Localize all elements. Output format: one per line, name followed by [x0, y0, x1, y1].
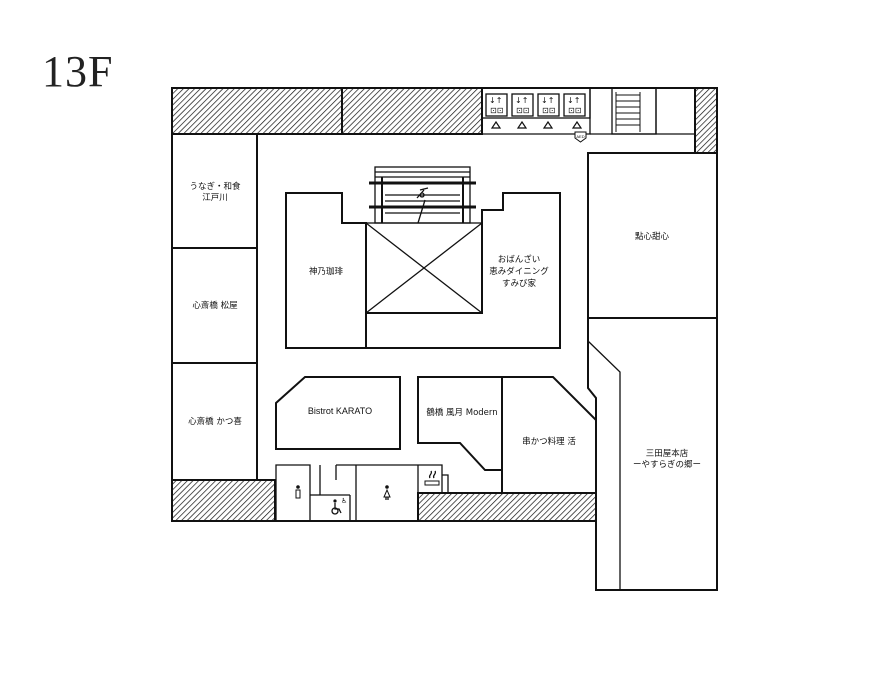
corridor-wall-top-right: [590, 133, 696, 153]
svg-text:↓↑: ↓↑: [489, 96, 502, 105]
mitaya-inner-wall: [587, 340, 621, 590]
shop-tenshin-tenshin[interactable]: [587, 152, 718, 319]
service-area-top-right: [694, 87, 718, 154]
label-karato: Bistrot KARATO: [308, 406, 372, 416]
label-mitaya-line1: 三田屋本店: [646, 448, 689, 459]
smoking-area-icon: [424, 470, 440, 486]
restrooms: ♿: [275, 464, 419, 521]
accessible-restroom-icon: ♿: [331, 497, 347, 515]
label-unagi-line2: 江戸川: [202, 193, 228, 203]
label-matsuya: 心斎橋 松屋: [192, 300, 238, 311]
label-obanzai-line2: 恵みダイニング: [489, 266, 549, 277]
elevator-icon: ↓↑ ↓↑ ↓↑ ↓↑ ⊡⊡ ⊡⊡ ⊡⊡ ⊡⊡: [485, 93, 586, 129]
escalator-icon: [369, 166, 476, 224]
escalator-void: [365, 222, 483, 314]
svg-text:↓↑: ↓↑: [515, 96, 528, 105]
smoking-area: [418, 464, 449, 493]
female-restroom-icon: [383, 485, 391, 500]
svg-text:⊡⊡: ⊡⊡: [490, 106, 503, 115]
shop-kushikatsu-katsu[interactable]: [501, 376, 597, 494]
label-unagi-line1: うなぎ・和食: [189, 181, 241, 192]
floor-label: 13F: [42, 47, 114, 96]
label-obanzai-line1: おばんざい: [498, 254, 541, 265]
elevator-bank: ↓↑ ↓↑ ↓↑ ↓↑ ⊡⊡ ⊡⊡ ⊡⊡ ⊡⊡ AED: [481, 87, 591, 143]
label-mitaya-line2: ーやすらぎの郷ー: [633, 459, 701, 470]
label-obanzai-line3: すみび家: [502, 278, 537, 289]
label-unagi: うなぎ・和食 江戸川: [189, 181, 241, 203]
aed-label: AED: [576, 134, 584, 139]
shop-tsuruhashi-fugetsu[interactable]: [417, 376, 503, 471]
male-restroom-icon: [295, 485, 301, 499]
label-tenshin: 點心甜心: [635, 231, 670, 242]
service-area-bottom-right: [417, 492, 597, 522]
label-kobe-coffee: 神乃珈琲: [309, 266, 344, 277]
label-kushikatsu: 串かつ料理 活: [522, 436, 576, 447]
svg-text:⊡⊡: ⊡⊡: [568, 106, 581, 115]
shop-shinsaibashi-matsuya[interactable]: [171, 247, 258, 364]
svg-text:↓↑: ↓↑: [567, 96, 580, 105]
svg-text:♿: ♿: [341, 497, 347, 505]
label-mitaya: 三田屋本店 ーやすらぎの郷ー: [633, 448, 701, 470]
svg-text:⊡⊡: ⊡⊡: [516, 106, 529, 115]
label-fugetsu: 鶴橋 風月 Modern: [426, 407, 497, 418]
svg-text:⊡⊡: ⊡⊡: [542, 106, 555, 115]
svg-text:↓↑: ↓↑: [541, 96, 554, 105]
shop-shinsaibashi-katsukichi[interactable]: [171, 362, 258, 481]
label-obanzai: おばんざい 恵みダイニング すみび家: [489, 254, 549, 289]
stairs-icon: [611, 87, 657, 135]
aed-icon: AED: [574, 131, 587, 143]
service-area-top-center: [341, 87, 483, 135]
service-area-top-left: [171, 87, 343, 135]
service-area-bottom-left: [171, 479, 276, 522]
shop-bistrot-karato[interactable]: [275, 376, 401, 450]
label-katsukichi: 心斎橋 かつ喜: [188, 416, 242, 427]
